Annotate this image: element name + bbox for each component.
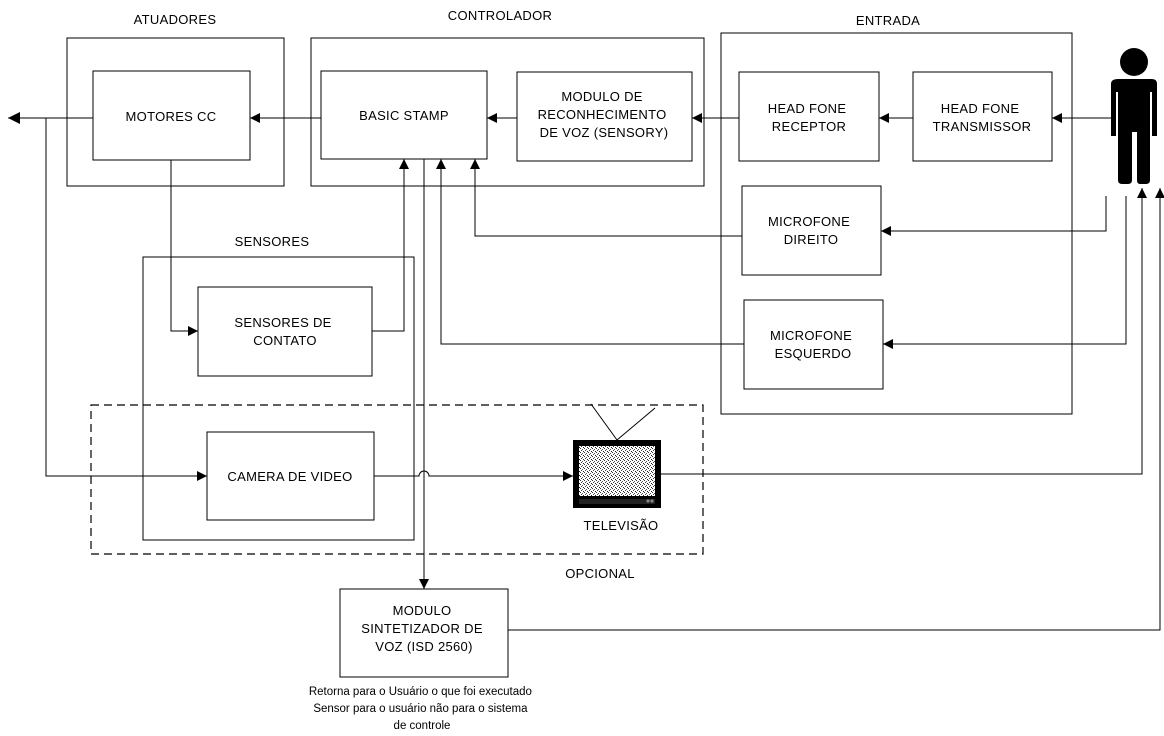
arrow-sintetizador-to-person	[508, 188, 1164, 631]
arrow-motores-to-sensores	[170, 160, 198, 336]
arrow-person-to-mic-esquerdo	[883, 196, 1127, 349]
sintetizador-voz-label: MODULO SINTETIZADOR DE VOZ (ISD 2560)	[361, 603, 486, 654]
atuadores-title: ATUADORES	[134, 12, 217, 27]
television-icon	[573, 403, 661, 508]
head-fone-receptor-block	[738, 71, 880, 162]
arrow-tv-to-person	[661, 188, 1147, 475]
microfone-direito-label: MICROFONE DIREITO	[768, 214, 854, 247]
camera-label: CAMERA DE VIDEO	[227, 469, 352, 484]
arrow-sensores-to-stamp	[372, 159, 409, 332]
motores-label: MOTORES CC	[126, 109, 217, 124]
opcional-group	[90, 404, 704, 555]
controlador-title: CONTROLADOR	[448, 8, 552, 23]
arrow-mic-direito-to-stamp	[470, 159, 742, 237]
arrow-camera-to-tv	[374, 470, 573, 481]
opcional-title: OPCIONAL	[565, 566, 635, 581]
arrow-person-to-mic-direito	[881, 196, 1107, 236]
basic-stamp-label: BASIC STAMP	[359, 108, 449, 123]
arrow-mic-esquerdo-to-stamp	[436, 159, 744, 345]
television-label: TELEVISÃO	[584, 518, 659, 533]
head-fone-transmissor-block	[912, 71, 1053, 162]
basic-stamp-block	[320, 70, 488, 160]
arrow-branch-to-camera	[45, 118, 207, 481]
microfone-esquerdo-block	[743, 299, 884, 390]
microfone-direito-block	[741, 185, 882, 276]
microfone-esquerdo-label: MICROFONE ESQUERDO	[770, 328, 856, 361]
sensores-contato-label: SENSORES DE CONTATO	[234, 315, 335, 348]
head-fone-receptor-label: HEAD FONE RECEPTOR	[768, 101, 850, 134]
person-icon	[1111, 48, 1157, 184]
sintetizador-voz-block	[339, 588, 509, 678]
sensores-contato-block	[197, 286, 373, 377]
sensores-title: SENSORES	[235, 234, 310, 249]
synth-note: Retorna para o Usuário o que foi executa…	[309, 686, 535, 732]
reconhecimento-voz-label: MODULO DE RECONHECIMENTO DE VOZ (SENSORY…	[538, 89, 671, 140]
entrada-title: ENTRADA	[856, 13, 920, 28]
head-fone-transmissor-label: HEAD FONE TRANSMISSOR	[933, 101, 1032, 134]
